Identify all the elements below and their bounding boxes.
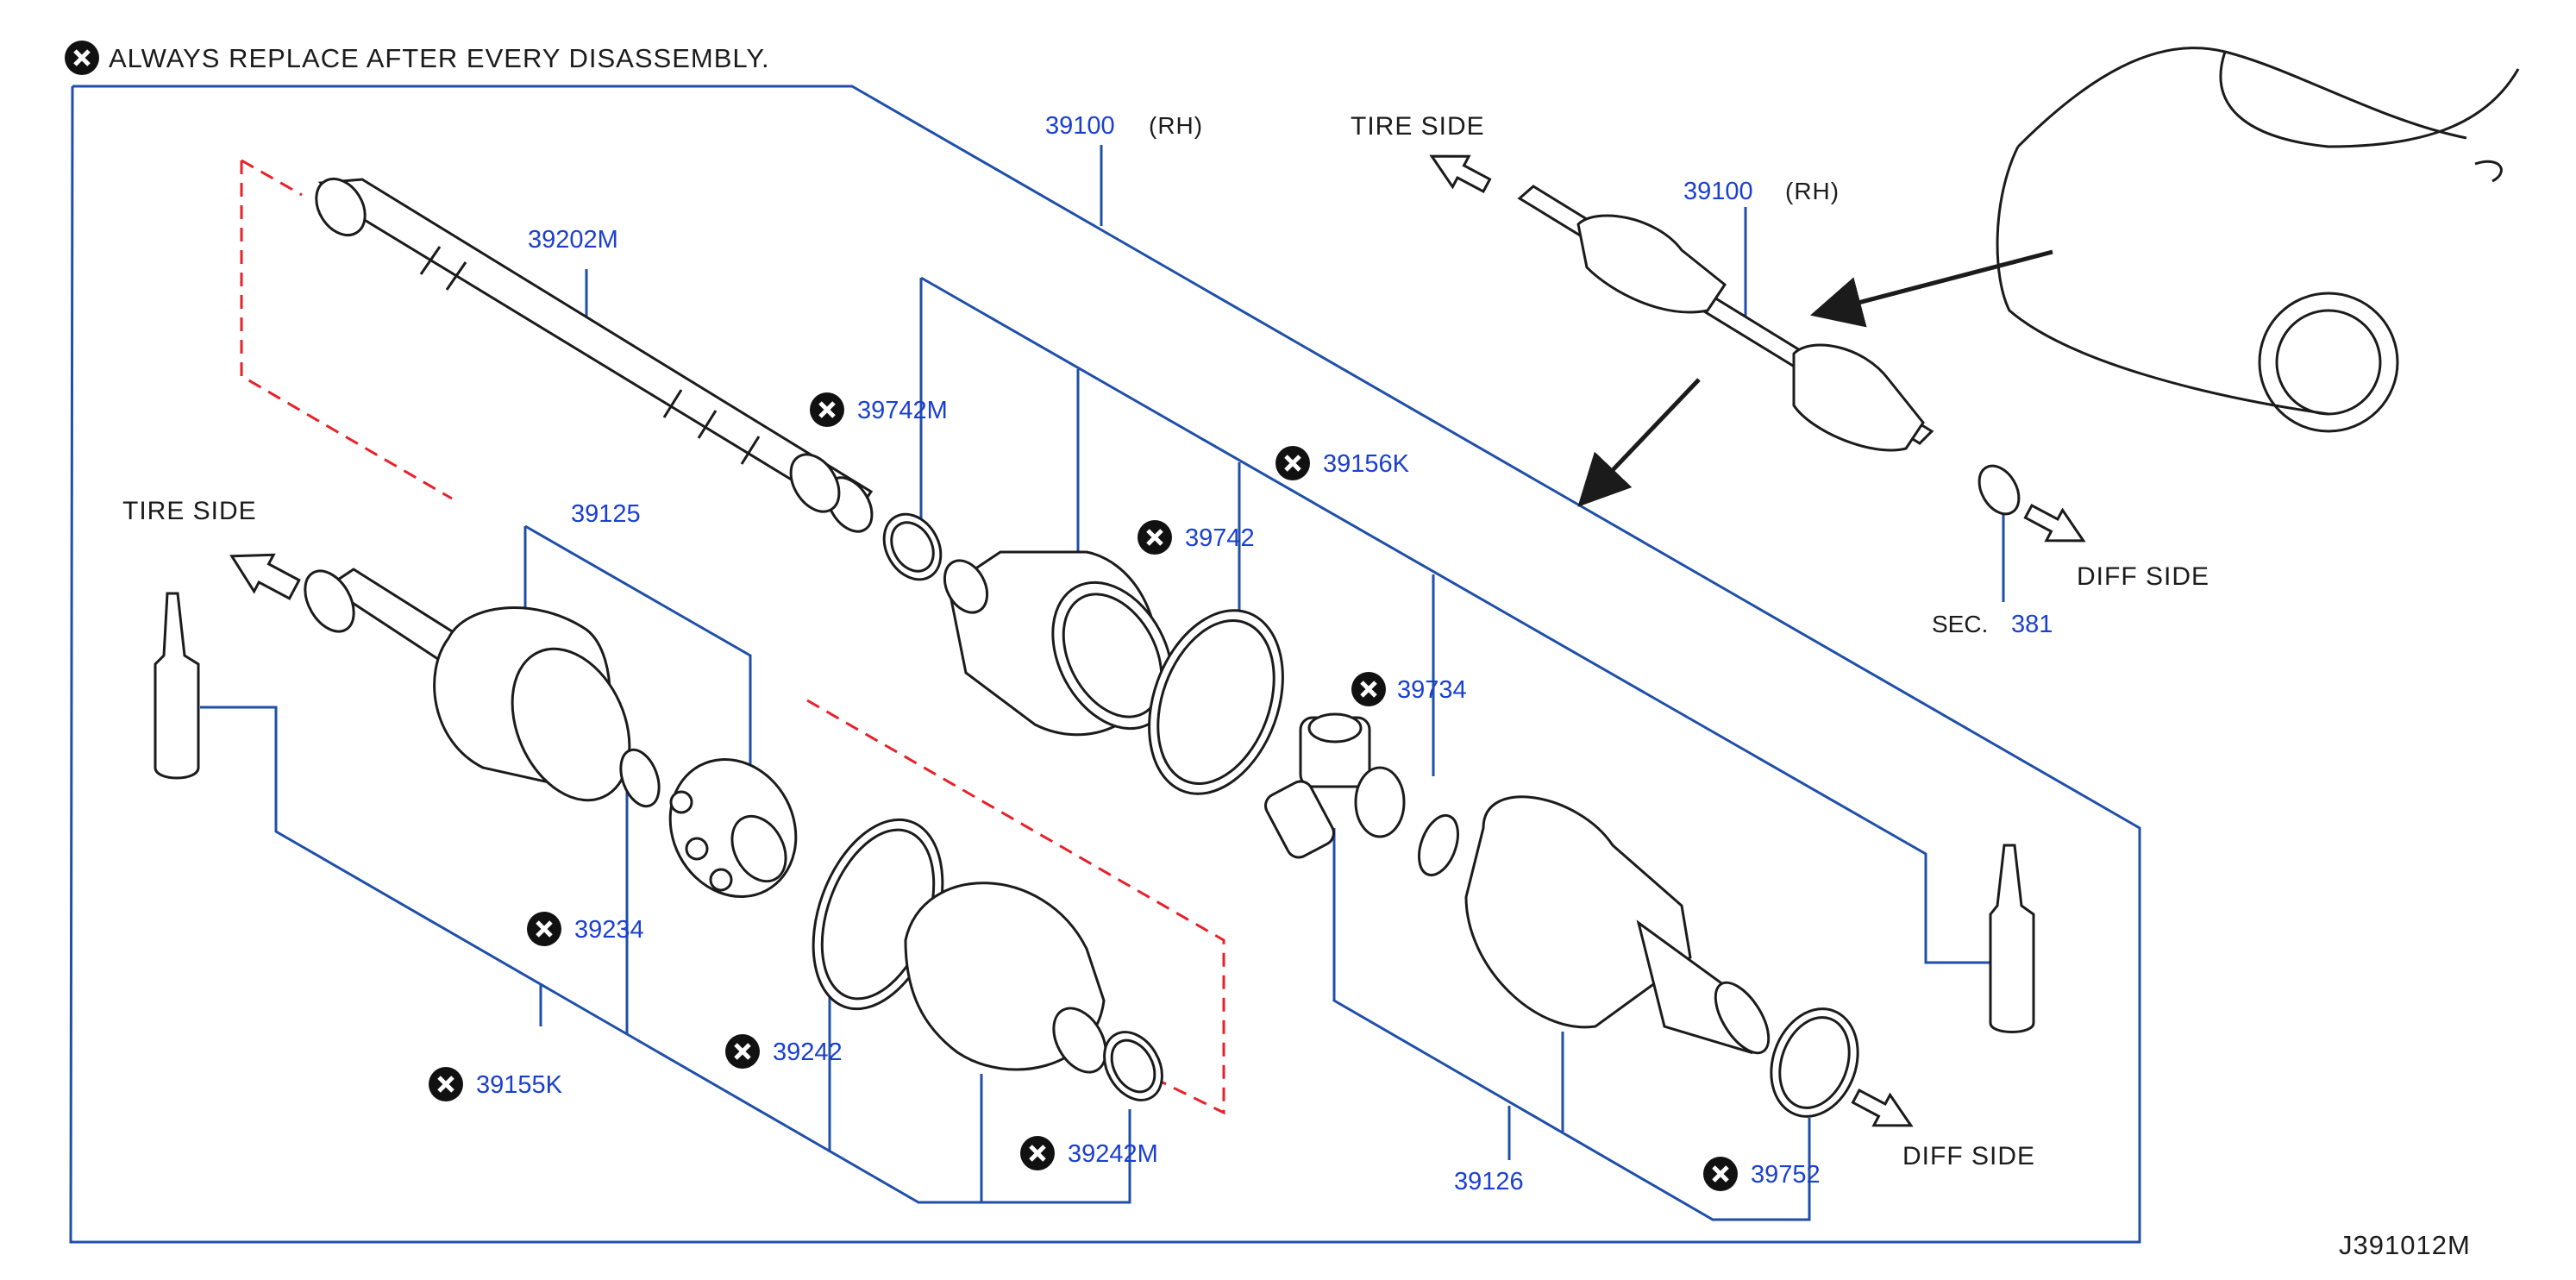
section-number[interactable]: 381 — [2011, 611, 2053, 638]
inner-race — [668, 757, 798, 899]
tire-side-label-left: TIRE SIDE — [122, 497, 257, 525]
rh-label: (RH) — [1149, 112, 1204, 139]
components — [154, 47, 2520, 1118]
shaft-39202m — [315, 177, 874, 533]
x-circle-icon — [810, 392, 844, 427]
section-label: SEC. — [1932, 611, 1989, 637]
part-39242m[interactable]: 39242M — [1068, 1140, 1158, 1168]
direction-arrows — [229, 154, 2086, 1127]
boot-inner — [943, 550, 1174, 737]
phantom-lines — [240, 159, 1225, 1115]
part-39125[interactable]: 39125 — [571, 500, 641, 528]
part-39742[interactable]: 39742 — [1185, 524, 1255, 552]
part-39100-inset[interactable]: 39100 — [1683, 178, 1753, 205]
mini-shaft — [1517, 185, 2021, 516]
snap-ring-39234 — [619, 748, 661, 808]
part-39100[interactable]: 39100 — [1045, 112, 1115, 140]
x-circle-icon — [1020, 1136, 1055, 1170]
x-circle-icon — [527, 912, 561, 946]
vehicle-outline — [1996, 47, 2520, 433]
x-circle-icon — [1275, 446, 1310, 480]
x-circle-icon — [1138, 520, 1172, 555]
part-39126[interactable]: 39126 — [1454, 1168, 1524, 1195]
band-39242m — [1103, 1031, 1163, 1101]
housing-39126 — [1464, 795, 1859, 1118]
x-circle-icon — [1351, 672, 1386, 706]
part-39742m[interactable]: 39742M — [857, 397, 948, 424]
part-39202m[interactable]: 39202M — [528, 226, 618, 254]
boot-outer — [904, 882, 1107, 1074]
grease-tube-right — [1989, 844, 2035, 1033]
drawing-code: J391012M — [2339, 1230, 2471, 1260]
outer-joint-39125 — [304, 568, 631, 802]
header-note: ALWAYS REPLACE AFTER EVERY DISASSEMBLY. — [109, 43, 770, 73]
x-circle-icon — [1703, 1157, 1738, 1191]
x-circle-icon — [429, 1067, 463, 1101]
band-39742 — [1148, 609, 1284, 795]
spider-joint — [1264, 712, 1459, 877]
part-39156k[interactable]: 39156K — [1323, 450, 1409, 478]
part-39752[interactable]: 39752 — [1751, 1161, 1821, 1189]
band-39742m — [882, 512, 943, 581]
part-39242[interactable]: 39242 — [773, 1038, 843, 1066]
diff-side-label-right: DIFF SIDE — [2077, 562, 2210, 591]
x-circle-icon — [725, 1034, 760, 1069]
pointer-arrows — [1577, 249, 2053, 507]
x-circle-icon — [65, 41, 99, 75]
tire-side-label-right: TIRE SIDE — [1351, 112, 1485, 141]
part-39734[interactable]: 39734 — [1397, 676, 1467, 704]
part-39155k[interactable]: 39155K — [476, 1071, 562, 1099]
rh-label-inset: (RH) — [1785, 178, 1840, 204]
grease-tube-left — [154, 592, 200, 780]
assembly-frame — [69, 85, 2141, 1244]
diff-side-label-bottom: DIFF SIDE — [1902, 1142, 2036, 1170]
part-39234[interactable]: 39234 — [574, 916, 644, 944]
